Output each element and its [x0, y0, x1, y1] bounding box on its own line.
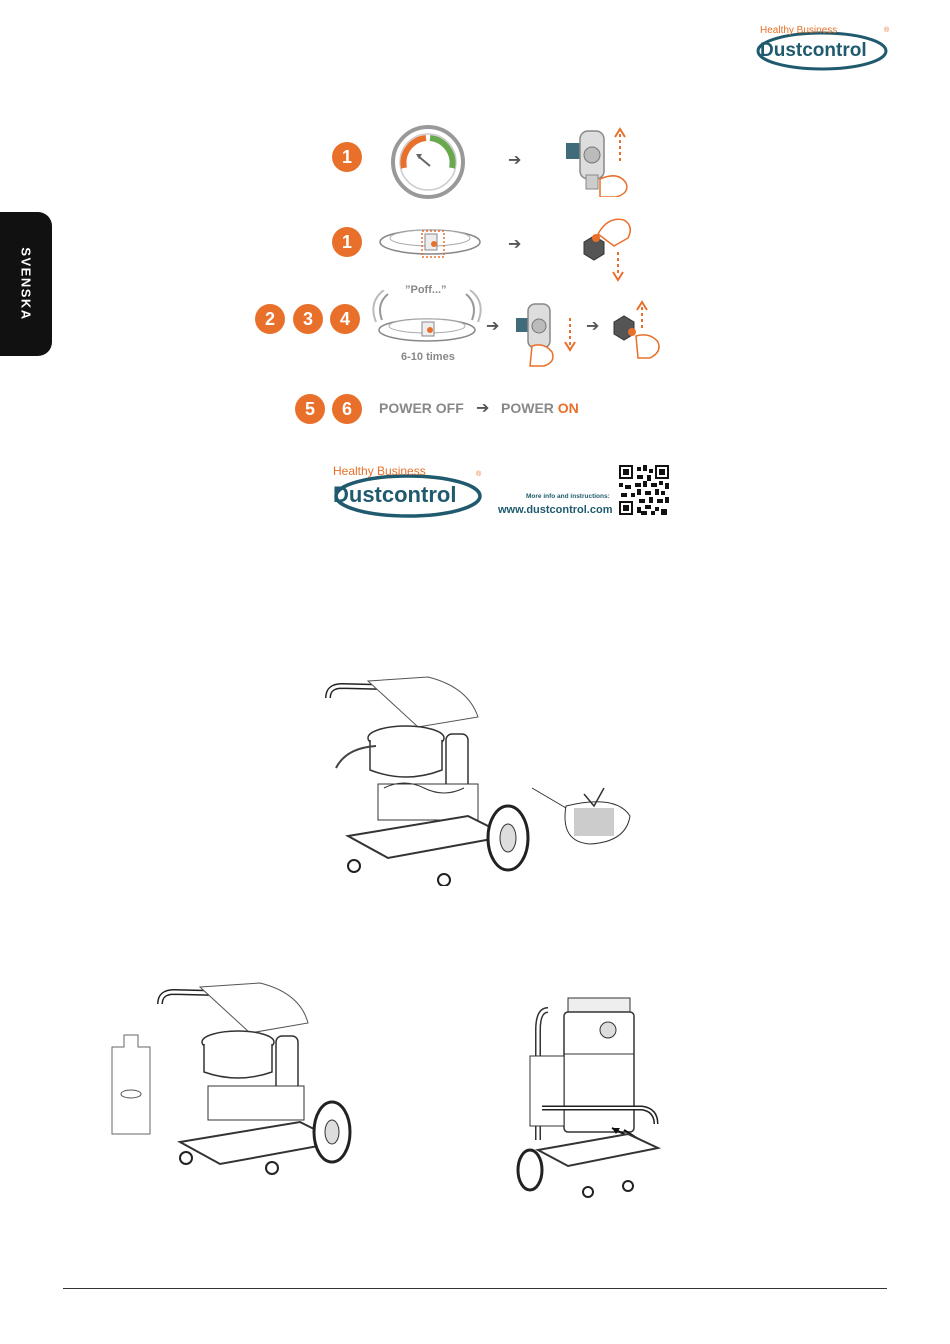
svg-text:Healthy Business: Healthy Business: [333, 464, 426, 478]
arrow-icon: ➔: [586, 316, 599, 336]
valve-push-icon: [512, 298, 582, 375]
step-badge-3: 3: [293, 304, 323, 334]
times-label: 6-10 times: [401, 351, 455, 363]
pressure-gauge-icon: [390, 124, 466, 205]
brand-tagline: Healthy Business: [760, 25, 837, 36]
machine-illustration-2: [110, 982, 360, 1182]
valve-pull-icon: [560, 125, 640, 202]
more-info-text: More info and instructions:: [526, 493, 610, 500]
press-button-icon: [576, 212, 636, 289]
filter-housing-icon: [378, 220, 482, 269]
svg-text:®: ®: [884, 26, 890, 34]
arrow-icon: ➔: [476, 398, 489, 418]
step-badge-4: 4: [330, 304, 360, 334]
footer-rule: [63, 1288, 887, 1289]
step-badge-6: 6: [332, 394, 362, 424]
arrow-icon: ➔: [486, 316, 499, 336]
brand-logo-top: Healthy Business Dustcontrol ®: [752, 20, 892, 74]
step-badge-2: 2: [255, 304, 285, 334]
website-link[interactable]: www.dustcontrol.com: [498, 504, 613, 516]
language-tab-label: SVENSKA: [19, 247, 34, 320]
svg-text:®: ®: [476, 470, 482, 478]
qr-code[interactable]: [619, 465, 669, 520]
power-on-label: POWER ON: [501, 400, 579, 416]
svg-text:Dustcontrol: Dustcontrol: [333, 482, 456, 507]
machine-illustration-3: [508, 990, 668, 1205]
step-badge-5: 5: [295, 394, 325, 424]
brand-name: Dustcontrol: [760, 40, 867, 61]
arrow-icon: ➔: [508, 234, 521, 254]
step-badge-1a: 1: [332, 142, 362, 172]
power-off-label: POWER OFF: [379, 400, 464, 416]
filter-pulse-icon: [372, 290, 482, 353]
machine-illustration-1: [318, 676, 638, 891]
release-button-icon: [610, 300, 666, 369]
language-tab[interactable]: SVENSKA: [0, 212, 52, 356]
arrow-icon: ➔: [508, 150, 521, 170]
step-badge-1b: 1: [332, 227, 362, 257]
brand-logo-large: Healthy Business Dustcontrol ®: [330, 462, 485, 527]
